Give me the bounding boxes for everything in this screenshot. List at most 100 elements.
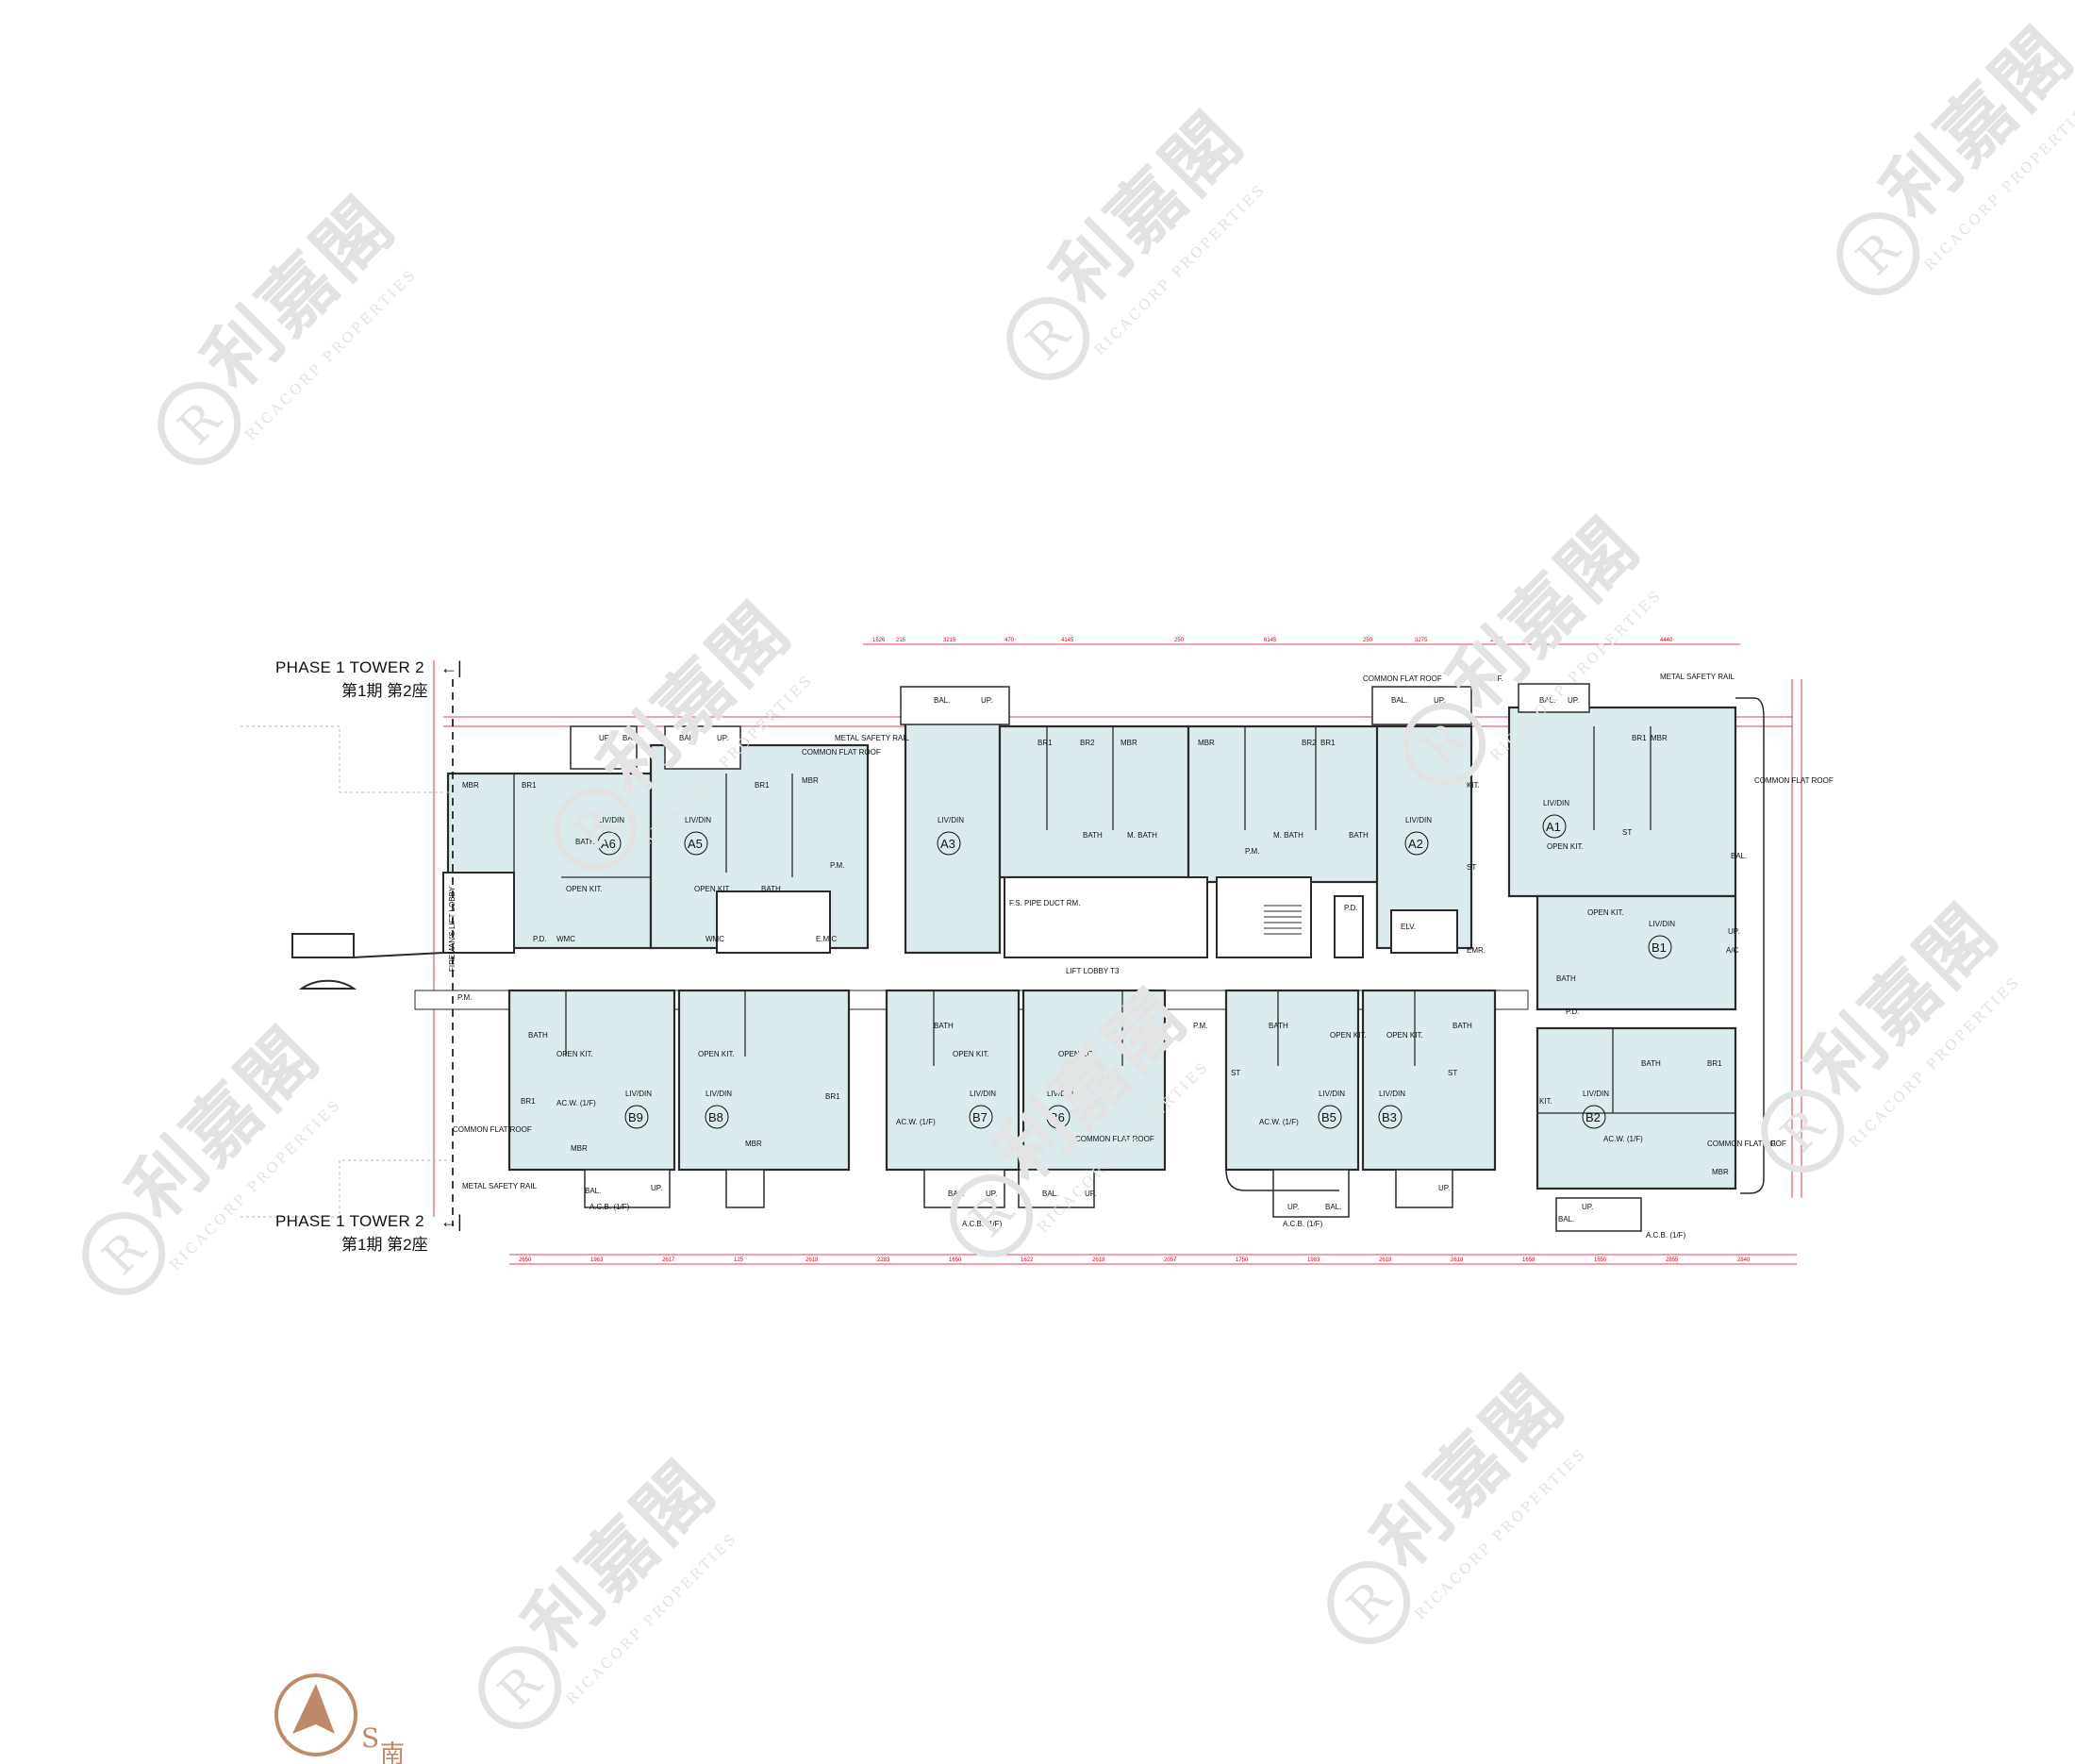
room-label: A.C.B. (1/F) [962,1220,1003,1228]
room-label: ST [1448,1069,1457,1077]
room-label: BATH [1269,1022,1288,1030]
room-label: UP. [986,1190,997,1198]
room-label: BAL. [622,734,639,742]
room-label: WMC [706,935,724,943]
lift-lobby-label: LIFT LOBBY T3 [1066,967,1120,975]
dimension-label: 2283 [877,1257,890,1263]
room-label: OPEN KIT. [1547,842,1584,851]
room-label: WMC [556,935,575,943]
room-label: OPEN KIT. [1587,908,1624,917]
room-label: BATH [1349,831,1369,840]
room-label: BR1 [1632,734,1647,742]
room-label: ST [1467,863,1476,872]
room-label: A.C.B. (1/F) [1646,1231,1686,1240]
room-label: AC.W. (1/F) [896,1118,936,1126]
room-label: BAL. [1391,696,1407,705]
room-label: UP. [717,734,728,742]
unit-liv-label: LIV/DIN [598,816,624,824]
room-label: P.M. [830,861,844,870]
dimension-label: 2618 [1451,1257,1464,1263]
room-label: BAL. [585,1187,601,1195]
room-label: UP. [1568,696,1579,705]
unit-code-b2: B2 [1585,1110,1601,1124]
room-label: P.D. [1344,904,1358,912]
room-label: BATH [1452,1022,1472,1030]
unit-liv-label: LIV/DIN [970,1090,996,1098]
room-label: MBR [1651,734,1668,742]
room-label: BATH [1556,974,1576,983]
unit-a3-bedrooms [998,724,1190,879]
room-label: BAL. [679,734,695,742]
right-roof-outline [1225,697,1765,1194]
room-label: BAL. [1558,1215,1574,1223]
unit-liv-label: LIV/DIN [1649,920,1675,928]
room-label: A/C [1726,946,1739,955]
room-label: F.S. PIPE DUCT RM. [1009,899,1080,907]
room-label: COMMON FLAT ROOF [1363,674,1442,683]
room-label: A.C.B. (1/F) [589,1203,630,1211]
room-label: UP. [1438,1184,1450,1192]
arrow-left-icon: ←| [440,1212,462,1231]
tower-label-top-zh: 第1期 第2座 [341,682,428,700]
unit-code-a6: A6 [601,837,616,851]
dimension-label: 1550 [1594,1257,1607,1263]
dimension-label: 1526 [872,638,886,643]
room-label: P.D. [1566,1007,1580,1016]
room-label: ST [1622,828,1632,837]
unit-code-circle [684,831,708,856]
room-label: MBR [802,776,819,785]
unit-a1-area [1507,706,1737,898]
dimension-label: 2855 [1666,1257,1679,1263]
dimension-label: 2618 [1379,1257,1392,1263]
unit-code-a1: A1 [1546,820,1561,834]
dimension-label: 1658 [1522,1257,1536,1263]
unit-b7-area [885,989,1021,1172]
room-label: BATH [1641,1059,1661,1068]
room-label: M. BATH [1127,831,1157,840]
room-label: BAL. [1539,696,1555,705]
room-label: BATH [575,838,595,846]
room-label: BR1 [522,781,537,790]
room-label: COMMON FLAT ROOF [1754,776,1834,785]
room-label: BAL. [948,1190,964,1198]
unit-code-b1: B1 [1652,940,1667,955]
room-label: BR1 [755,781,770,790]
room-label: COMMON FLAT ROOF [1707,1140,1786,1148]
left-annex [291,933,444,990]
unit-b1-area [1536,894,1737,1011]
dimension-label: 125 [734,1257,744,1263]
room-label: UP. [1287,1203,1299,1211]
room-label: BR1 [1320,739,1336,747]
room-label: OPEN KIT. [1330,1031,1367,1040]
dimension-label: 1983 [1307,1257,1320,1263]
unit-codes: LIV/DINA6LIV/DINA5LIV/DINA3LIV/DINA2LIV/… [597,799,1675,1129]
room-label: MBR [1198,739,1215,747]
dimension-label: 215 [896,638,906,643]
room-label: MBR [1120,739,1137,747]
unit-liv-label: LIV/DIN [1047,1090,1073,1098]
unit-code-a3: A3 [940,837,955,851]
room-label: BR1 [1707,1059,1722,1068]
dimension-label: 1650 [949,1257,962,1263]
room-label: EMR. [1467,946,1486,955]
room-label: BATH [761,885,781,893]
room-label: OPEN KIT. [1058,1050,1095,1058]
tower-label-top-en: PHASE 1 TOWER 2 [275,658,424,676]
room-label: ST [1231,1069,1240,1077]
room-label: METAL SAFETY RAIL [1660,673,1735,681]
compass-letter: S [361,1722,379,1754]
room-label: AC.W. (1/F) [556,1099,596,1107]
room-label: MBR [1712,1168,1729,1176]
room-label: UP. [1434,696,1445,705]
room-label: OPEN KIT. [566,885,603,893]
room-label: M. BATH [1273,831,1303,840]
room-label: BATH [528,1031,548,1040]
room-label: P.M. [457,993,472,1002]
dimension-label: 4440 [1660,638,1673,643]
tower-label-top: PHASE 1 TOWER 2 第1期 第2座 ←| [275,658,462,701]
tower-label-bottom-zh: 第1期 第2座 [341,1236,428,1254]
room-label: UP. [1728,927,1739,936]
room-label: BR1 [1038,739,1053,747]
room-label: COMMON FLAT ROOF [453,1125,532,1134]
room-label: P.D. [533,935,547,943]
